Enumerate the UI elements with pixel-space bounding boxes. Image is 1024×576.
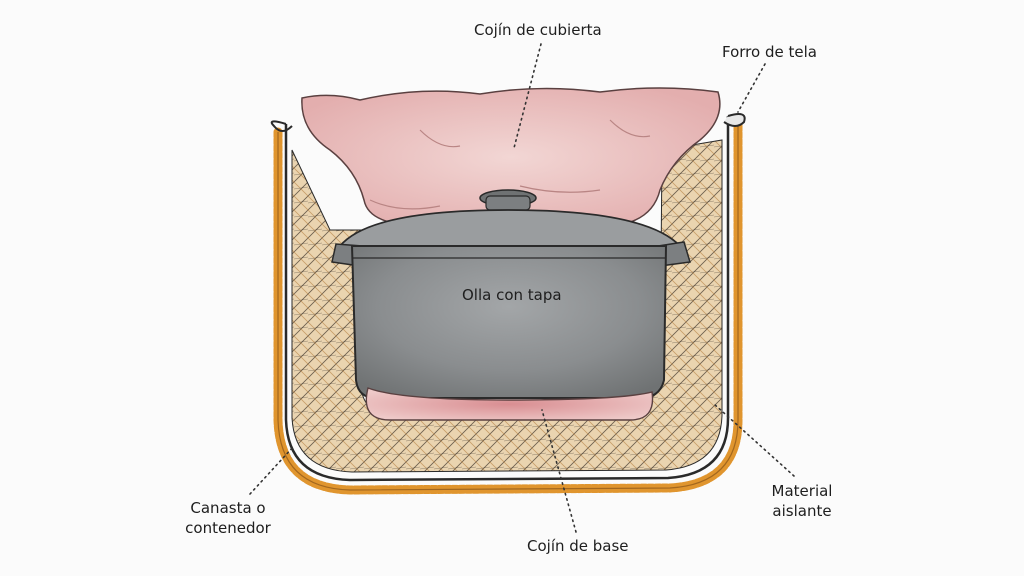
- label-base-cushion: Cojín de base: [527, 537, 629, 555]
- fabric-lining: [284, 116, 730, 482]
- top-cushion: [301, 87, 721, 228]
- label-top-cushion: Cojín de cubierta: [474, 21, 602, 39]
- label-container: Canasta o contenedor: [178, 498, 278, 538]
- pot-lid: [338, 209, 683, 247]
- label-pot: Olla con tapa: [462, 286, 562, 304]
- label-insulation: Material aislante: [770, 481, 834, 521]
- label-container-line1: Canasta o: [190, 499, 266, 517]
- leader-lines: [249, 43, 795, 533]
- label-container-line2: contenedor: [185, 519, 271, 537]
- label-insulation-line1: Material: [771, 482, 833, 500]
- label-insulation-line2: aislante: [772, 502, 832, 520]
- base-cushion: [365, 387, 654, 421]
- pot-body: [350, 245, 668, 399]
- label-fabric-lining: Forro de tela: [722, 43, 817, 61]
